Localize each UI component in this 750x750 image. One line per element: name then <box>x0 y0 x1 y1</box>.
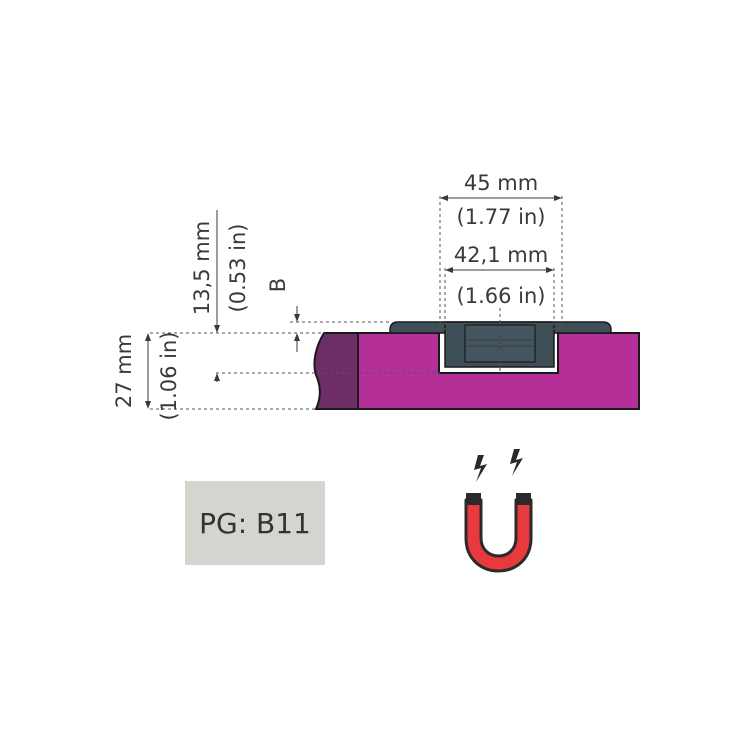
offset-label: B <box>266 278 290 292</box>
depth-in-label: (0.53 in) <box>226 224 250 313</box>
magnet-pole-right <box>516 493 531 505</box>
panel-end-section <box>313 332 359 410</box>
depth-mm-label: 13,5 mm <box>190 221 214 315</box>
width-in-label: (1.77 in) <box>457 205 546 229</box>
depth-dimension: 13,5 mm (0.53 in) <box>190 210 250 382</box>
magnet-icon <box>464 449 533 573</box>
inner-width-in-label: (1.66 in) <box>457 284 546 308</box>
thickness-in-label: (1.06 in) <box>157 332 181 421</box>
spark-left-icon <box>474 455 487 482</box>
product-group-label: PG: B11 <box>199 506 311 540</box>
spark-right-icon <box>510 449 523 476</box>
product-group-badge: PG: B11 <box>185 481 325 565</box>
inner-width-mm-label: 42,1 mm <box>454 243 548 267</box>
magnet-body <box>464 498 533 573</box>
thickness-dimension: 27 mm (1.06 in) <box>112 332 181 421</box>
offset-dimension: B <box>266 278 300 352</box>
hinge-fitting <box>389 321 612 368</box>
reference-lines <box>150 196 563 410</box>
thickness-mm-label: 27 mm <box>112 334 136 408</box>
magnet-pole-left <box>466 493 481 505</box>
inner-width-dimension: 42,1 mm (1.66 in) <box>445 243 554 308</box>
width-mm-label: 45 mm <box>464 171 538 195</box>
width-dimension: 45 mm (1.77 in) <box>440 171 562 229</box>
